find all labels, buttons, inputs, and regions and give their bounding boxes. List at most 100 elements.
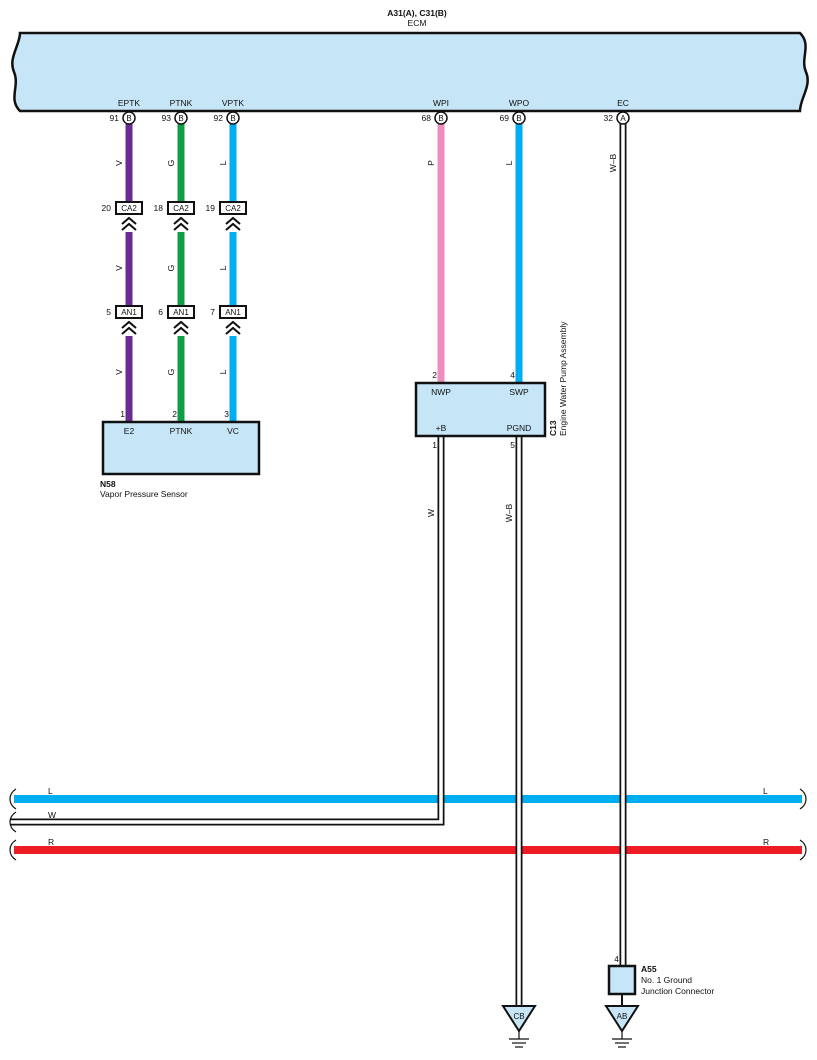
ecm-pin-vptk-signal: VPTK: [222, 98, 245, 108]
vapor-pressure-sensor: 1 2 3 E2 PTNK VC N58 Vapor Pressure Sens…: [100, 409, 261, 499]
svg-text:20: 20: [102, 203, 112, 213]
sensor-id: N58: [100, 479, 116, 489]
pump-pin-4-number: 4: [510, 370, 515, 380]
junction-ca2-vptk: CA2 19: [206, 201, 247, 231]
ecm-pin-vptk-number: 92: [214, 113, 224, 123]
wire-pump-b: [10, 436, 445, 826]
ecm-block: A31(A), C31(B) ECM EPTK PTNK VPTK WPI WP…: [11, 8, 809, 123]
wire-ptnk-code-2: G: [166, 265, 176, 272]
ground-cb: CB: [501, 1005, 537, 1048]
svg-text:CA2: CA2: [225, 204, 241, 213]
ecm-pin-wpi-signal: WPI: [433, 98, 449, 108]
ground-cb-triangle: [501, 1005, 537, 1033]
wire-eptk-code-3: V: [114, 369, 124, 375]
bus-r-code-right: R: [763, 837, 769, 847]
a55-name-line1: No. 1 Ground: [641, 975, 692, 985]
pump-pin-b-signal: +B: [436, 423, 447, 433]
ecm-pin-eptk-number: 91: [110, 113, 120, 123]
ecm-pin-wpi-number: 68: [422, 113, 432, 123]
bus-break-left: [9, 788, 17, 861]
wire-vptk-code-2: L: [218, 265, 228, 270]
wire-codes: V V V G G G L L L P L W–B W W–B: [114, 153, 618, 522]
svg-text:AN1: AN1: [173, 308, 189, 317]
junction-ca2-ptnk: CA2 18: [154, 201, 195, 231]
svg-text:5: 5: [106, 307, 111, 317]
wire-pump-b-inner: [10, 436, 443, 824]
a55-name-line2: Junction Connector: [641, 986, 714, 996]
svg-text:B: B: [178, 114, 183, 123]
ecm-pin-wpo-signal: WPO: [509, 98, 530, 108]
pump-pin-5-number: 5: [510, 440, 515, 450]
sensor-name: Vapor Pressure Sensor: [100, 489, 188, 499]
white-wires: [10, 124, 627, 1006]
wire-pump-b-code: W: [426, 509, 436, 517]
ecm-pin-vptk-terminal: B: [226, 111, 240, 125]
wire-wpi-code: P: [426, 160, 436, 166]
svg-text:18: 18: [154, 203, 164, 213]
bus-w-code-left: W: [48, 810, 56, 820]
pump-pin-1-number: 1: [432, 440, 437, 450]
wire-eptk-code-1: V: [114, 160, 124, 166]
pump-name: Engine Water Pump Assembly: [558, 321, 568, 436]
pump-pin-nwp-signal: NWP: [431, 387, 451, 397]
ecm-pin-ptnk-signal: PTNK: [170, 98, 193, 108]
svg-text:CA2: CA2: [121, 204, 137, 213]
ecm-pin-eptk-terminal: B: [122, 111, 136, 125]
wire-vptk-code-1: L: [218, 160, 228, 165]
svg-text:AN1: AN1: [225, 308, 241, 317]
svg-text:B: B: [230, 114, 235, 123]
sensor-pin-2-signal: PTNK: [170, 426, 193, 436]
pump-pin-2-number: 2: [432, 370, 437, 380]
ecm-pin-terminals: B B B B B A: [122, 111, 630, 125]
ecm-pin-wpo-number: 69: [500, 113, 510, 123]
wire-ec-code: W–B: [608, 153, 618, 172]
sensor-box: [101, 420, 261, 476]
svg-text:7: 7: [210, 307, 215, 317]
pump-pin-pgnd-signal: PGND: [507, 423, 532, 433]
a55-id: A55: [641, 964, 657, 974]
ecm-name: ECM: [408, 18, 427, 28]
wire-wpo-code: L: [504, 160, 514, 165]
ground-cb-label: CB: [513, 1012, 524, 1021]
ecm-connector-label: A31(A), C31(B): [387, 8, 447, 18]
junction-ca2-eptk: CA2 20: [102, 201, 143, 231]
ground-junction-connector: 4 A55 No. 1 Ground Junction Connector: [607, 954, 714, 1006]
ecm-box: [11, 31, 809, 113]
sensor-pin-1-number: 1: [120, 409, 125, 419]
ground-ab-triangle: [604, 1005, 640, 1033]
svg-text:B: B: [516, 114, 521, 123]
sensor-pin-2-number: 2: [172, 409, 177, 419]
bus-r-code-left: R: [48, 837, 54, 847]
bus-lines: L L W R R: [9, 786, 807, 861]
sensor-wires: [125, 124, 523, 422]
svg-text:B: B: [438, 114, 443, 123]
sensor-pin-1-signal: E2: [124, 426, 135, 436]
ecm-pin-ptnk-number: 93: [162, 113, 172, 123]
sensor-pin-3-number: 3: [224, 409, 229, 419]
svg-text:B: B: [126, 114, 131, 123]
pump-pin-swp-signal: SWP: [509, 387, 529, 397]
junction-an1-vptk: AN1 7: [210, 305, 247, 335]
wire-ptnk-code-1: G: [166, 160, 176, 167]
pump-box: [414, 381, 547, 438]
ecm-pin-wpi-terminal: B: [434, 111, 448, 125]
pump-id: C13: [548, 420, 558, 436]
wire-eptk-code-2: V: [114, 265, 124, 271]
junction-ca2: CA2 20 CA2 18 CA2 19: [102, 201, 247, 231]
ecm-pin-ec-signal: EC: [617, 98, 629, 108]
ecm-pin-ec-number: 32: [604, 113, 614, 123]
junction-an1-ptnk: AN1 6: [158, 305, 195, 335]
bus-l-code-right: L: [763, 786, 768, 796]
junction-an1: AN1 5 AN1 6 AN1 7: [106, 305, 247, 335]
svg-text:AN1: AN1: [121, 308, 137, 317]
engine-water-pump: 2 4 1 5 NWP SWP +B PGND C13 Engine Water…: [414, 321, 568, 450]
ecm-pin-ec-terminal: A: [616, 111, 630, 125]
ecm-pin-eptk-signal: EPTK: [118, 98, 141, 108]
wire-vptk-code-3: L: [218, 369, 228, 374]
a55-box: [607, 964, 637, 996]
ecm-pin-wpo-terminal: B: [512, 111, 526, 125]
sensor-pin-3-signal: VC: [227, 426, 239, 436]
a55-pin-number: 4: [614, 954, 619, 964]
svg-text:19: 19: [206, 203, 216, 213]
